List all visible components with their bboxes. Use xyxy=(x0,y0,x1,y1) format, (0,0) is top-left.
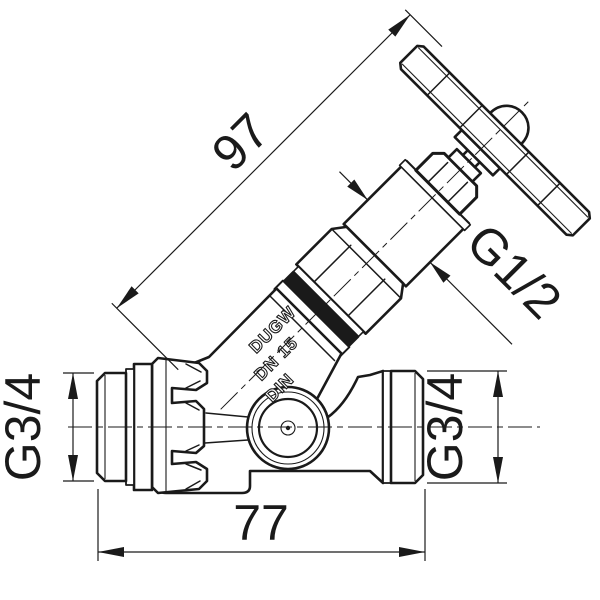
dim-77-group: 77 xyxy=(97,489,426,561)
casting-step-line xyxy=(268,294,336,362)
handwheel-spoke-line xyxy=(458,104,484,129)
dim-g34-right-group: G3/4 xyxy=(417,370,507,484)
centerline-branch xyxy=(220,99,531,410)
gland-nut xyxy=(414,151,479,216)
dim-g12-label: G1/2 xyxy=(456,213,572,329)
dim-77-label: 77 xyxy=(233,495,289,551)
test-boss-center-dot xyxy=(285,425,291,431)
dim-g34-right-label: G3/4 xyxy=(417,373,473,481)
union-tooth-facet xyxy=(185,380,201,389)
centerline-branch-group xyxy=(220,99,531,410)
dim-97-label: 97 xyxy=(201,103,280,182)
dim-97-extension-line xyxy=(111,302,179,371)
body-rib-line xyxy=(205,412,249,418)
test-boss-center-ring xyxy=(280,420,296,436)
dim-g12-arrowhead xyxy=(429,262,451,283)
dim-g34-left-arrowhead xyxy=(68,455,78,481)
union-tooth-facet xyxy=(185,402,200,411)
union-tooth-facet xyxy=(185,363,202,373)
body-rib-line xyxy=(204,439,249,444)
dim-77-arrowhead xyxy=(98,547,124,557)
gland-facet-line xyxy=(427,161,449,184)
union-nut-facet-line xyxy=(347,278,386,317)
dim-97-line xyxy=(116,14,411,309)
dim-97-arrowhead xyxy=(116,286,139,309)
dim-77-arrowhead xyxy=(399,547,425,557)
gland-facet-line xyxy=(446,181,469,203)
handwheel-spoke-line xyxy=(505,151,530,176)
test-boss-ring xyxy=(251,391,325,465)
dim-g34-right-arrowhead xyxy=(493,457,503,483)
union-nut-facet-line xyxy=(313,244,352,283)
dim-g34-left-arrowhead xyxy=(68,373,78,399)
dim-g12-arrowhead xyxy=(347,179,368,201)
dim-g34-left-label: G3/4 xyxy=(0,373,51,481)
handwheel-cap-dome xyxy=(488,104,530,146)
handwheel xyxy=(398,44,592,237)
dim-g34-right-arrowhead xyxy=(493,371,503,397)
dim-97-arrowhead xyxy=(388,14,411,37)
union-tooth-facet xyxy=(185,480,201,490)
handwheel-spoke-line xyxy=(426,71,451,97)
union-tooth-facet xyxy=(185,444,200,452)
handwheel-spoke-line xyxy=(536,182,561,207)
castellated-union-nut xyxy=(150,356,209,495)
union-tooth-facet xyxy=(185,463,202,471)
dim-g34-left-group: G3/4 xyxy=(0,372,94,482)
dim-97-extension-line xyxy=(404,9,443,48)
